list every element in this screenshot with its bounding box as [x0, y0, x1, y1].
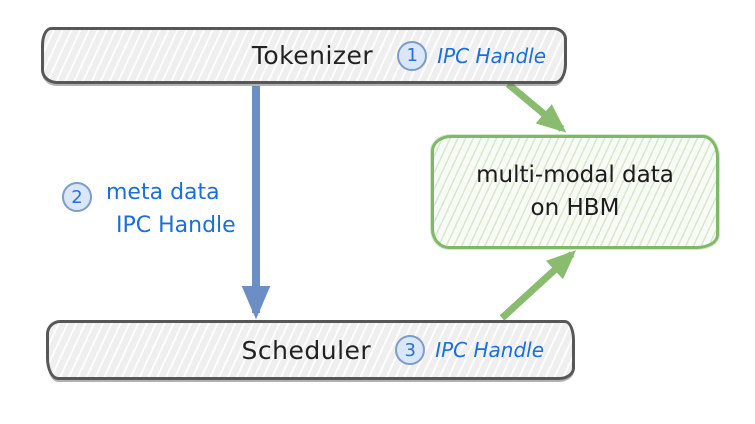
- tokenizer-label: Tokenizer: [251, 41, 374, 70]
- arrow-tokenizer-to-hbm: [505, 81, 567, 133]
- scheduler-ipc-handle-label: IPC Handle: [435, 338, 544, 362]
- meta-data-label: meta data: [106, 180, 220, 205]
- step-3-badge: 3: [395, 335, 426, 365]
- step-2-badge: 2: [62, 182, 92, 212]
- arrow-scheduler-to-hbm: [499, 250, 577, 321]
- scheduler-box: Scheduler 3 IPC Handle: [46, 320, 575, 380]
- hbm-box: multi-modal data on HBM: [431, 135, 719, 249]
- hbm-label-line2: on HBM: [530, 195, 620, 221]
- tokenizer-ipc-handle-label: IPC Handle: [437, 43, 546, 68]
- scheduler-label: Scheduler: [241, 335, 372, 365]
- step-1-badge: 1: [397, 40, 428, 71]
- edge-ipc-handle-label: IPC Handle: [116, 213, 236, 238]
- tokenizer-box: Tokenizer 1 IPC Handle: [41, 27, 567, 84]
- hbm-label-line1: multi-modal data: [476, 161, 674, 188]
- step-2-badge-wrapper: 2: [62, 182, 92, 212]
